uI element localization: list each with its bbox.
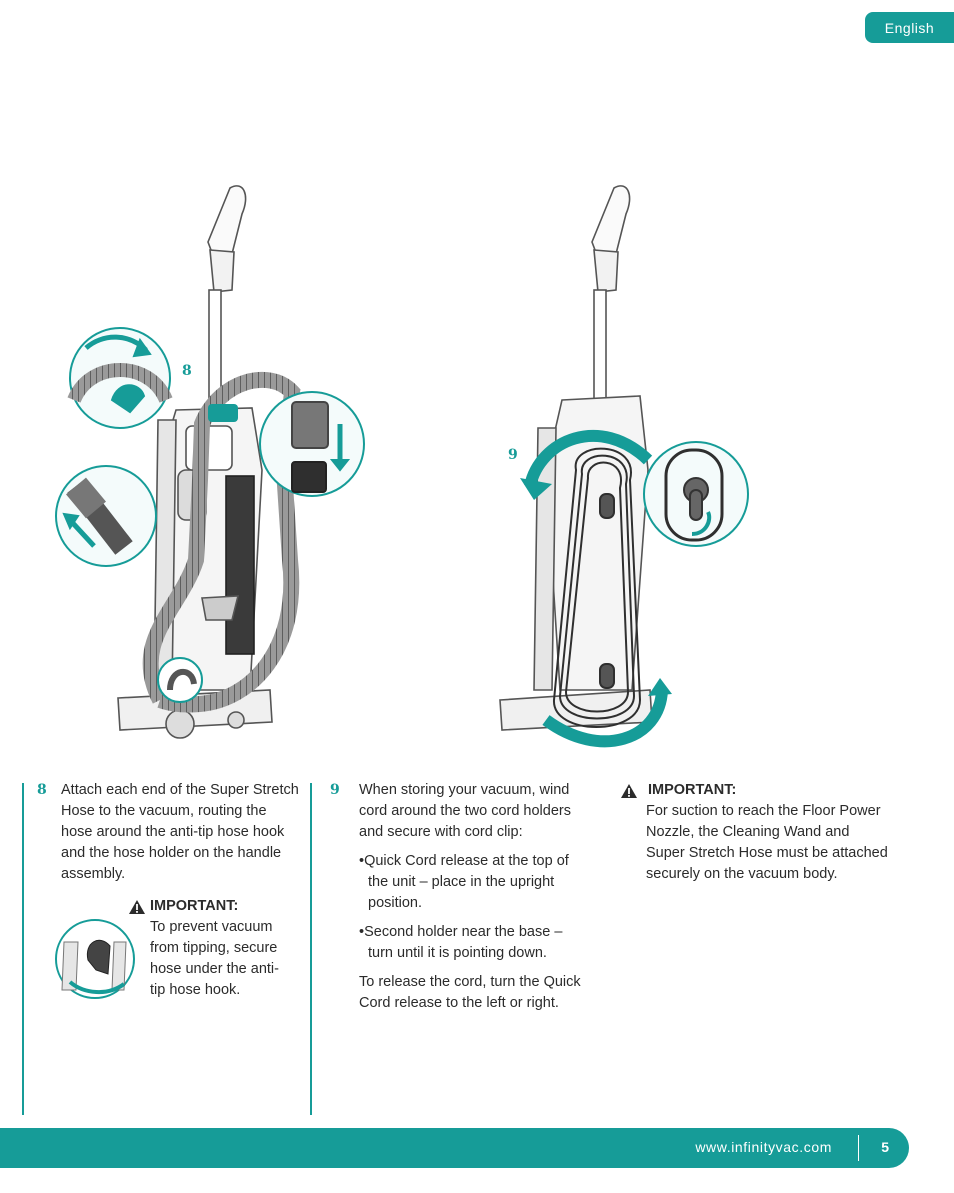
callout-label-8: 8 [182, 363, 192, 379]
detail-circle-anti-tip [157, 657, 203, 703]
important-column: IMPORTANT: For suction to reach the Floo… [620, 780, 890, 885]
footer-bar: www.infinityvac.com 5 [0, 1128, 909, 1168]
warning-icon [621, 783, 637, 798]
website-link[interactable]: www.infinityvac.com [695, 1139, 832, 1155]
step-9-bullet-2: •Second holder near the base – turn unti… [359, 924, 563, 961]
wind-arrow-bottom [542, 689, 668, 748]
warning-icon [129, 899, 145, 914]
step-9-number: 9 [330, 782, 340, 798]
hose-hook-badge [208, 404, 238, 422]
footer-divider [858, 1135, 859, 1161]
step-9-column: When storing your vacuum, wind cord arou… [359, 780, 584, 1014]
step-9-text: When storing your vacuum, wind cord arou… [359, 782, 571, 840]
page-number: 5 [881, 1139, 889, 1155]
hose [142, 371, 301, 713]
important-title: IMPORTANT: [648, 782, 737, 798]
detail-circle-hose-ends [55, 465, 157, 567]
detail-circle-cord-release [643, 441, 749, 547]
important-title-8: IMPORTANT: [150, 898, 239, 914]
anti-tip-hook-illustration [55, 919, 135, 999]
detail-circle-hose-hook [67, 327, 173, 429]
step-9-bullet-1: •Quick Cord release at the top of the un… [359, 853, 569, 911]
step-8-column: Attach each end of the Super Stretch Hos… [61, 780, 301, 885]
column-rule-left [22, 783, 24, 1115]
wound-cord [552, 447, 642, 728]
important-text: For suction to reach the Floor Power Noz… [646, 803, 888, 882]
assembly-illustration [55, 185, 749, 748]
step-8-number: 8 [37, 782, 47, 798]
wind-arrow-top [524, 429, 653, 488]
vacuum-right [499, 185, 653, 731]
column-rule-middle [310, 783, 312, 1115]
important-text-8: To prevent vacuum from tipping, secure h… [150, 919, 279, 998]
step-9-release-text: To release the cord, turn the Quick Cord… [359, 974, 581, 1011]
detail-circle-wand [259, 391, 365, 497]
step-8-text: Attach each end of the Super Stretch Hos… [61, 782, 299, 882]
callout-label-9: 9 [508, 447, 518, 463]
step-8-important: IMPORTANT: To prevent vacuum from tippin… [128, 896, 288, 1001]
language-tab[interactable]: English [865, 12, 954, 43]
